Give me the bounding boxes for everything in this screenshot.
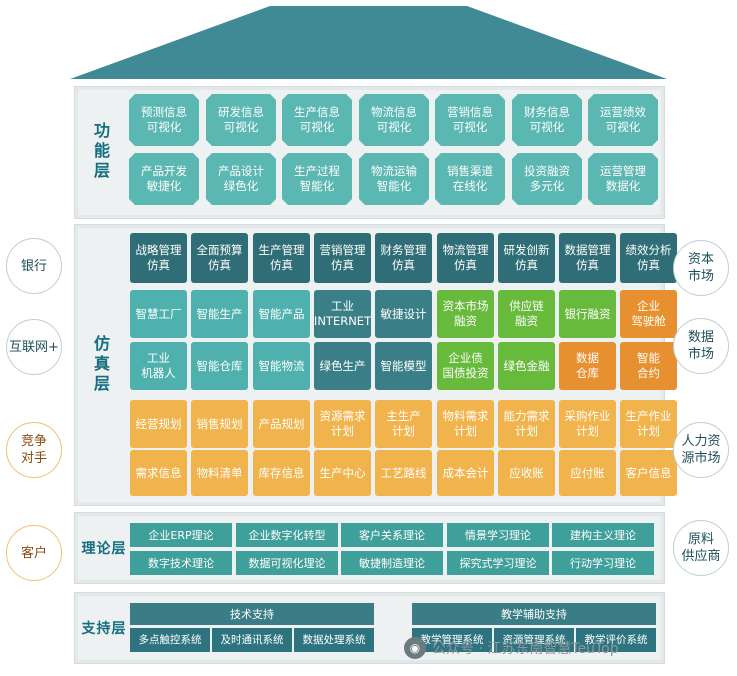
sim-plan-cell: 生产作业 计划 (620, 400, 677, 448)
tech-support-item: 及时通讯系统 (212, 628, 292, 652)
function-cell: 物流运输 智能化 (359, 153, 429, 205)
sim-mid-cell: 绿色生产 (314, 342, 371, 390)
sim-mid-cell: 企业债 国债投资 (437, 342, 494, 390)
theory-cell: 企业数字化转型 (236, 523, 338, 547)
right-entity-circle: 数据 市场 (673, 318, 729, 374)
sim-mid-cell: 智慧工厂 (130, 290, 187, 338)
tech-support-item: 数据处理系统 (294, 628, 374, 652)
sim-plan-cell: 资源需求 计划 (314, 400, 371, 448)
watermark-text: 公众号 · 江苏东南智慧TeuTop (432, 641, 619, 657)
sim-plan-cell: 能力需求 计划 (498, 400, 555, 448)
theory-cell: 行动学习理论 (552, 551, 654, 575)
tech-support-item: 多点触控系统 (130, 628, 210, 652)
right-entity-circle: 人力资 源市场 (673, 422, 729, 478)
function-cell: 生产过程 智能化 (282, 153, 352, 205)
sim-plan-cell: 主生产 计划 (375, 400, 432, 448)
sim-plan-cell: 库存信息 (253, 450, 310, 496)
sim-plan-cell: 应收账 (498, 450, 555, 496)
sim-plan-cell: 销售规划 (191, 400, 248, 448)
function-cell: 运营绩效 可视化 (588, 94, 658, 146)
sim-top-cell: 营销管理 仿真 (314, 233, 371, 283)
sim-mid-cell: 资本市场 融资 (437, 290, 494, 338)
left-entity-circle: 互联网+ (6, 319, 62, 375)
theory-cell: 情景学习理论 (447, 523, 549, 547)
sim-mid-cell: 银行融资 (559, 290, 616, 338)
sim-mid-cell: 智能生产 (191, 290, 248, 338)
function-cell: 预测信息 可视化 (129, 94, 199, 146)
function-cell: 营销信息 可视化 (435, 94, 505, 146)
sim-plan-cell: 物料需求 计划 (437, 400, 494, 448)
theory-cell: 数据可视化理论 (236, 551, 338, 575)
function-cell: 研发信息 可视化 (206, 94, 276, 146)
sim-mid-cell: 智能产品 (253, 290, 310, 338)
sim-mid-cell: 数据 仓库 (559, 342, 616, 390)
sim-top-cell: 研发创新 仿真 (498, 233, 555, 283)
sim-plan-cell: 工艺路线 (375, 450, 432, 496)
left-entity-circle: 银行 (6, 238, 62, 294)
roof (70, 6, 667, 79)
function-cell: 投资融资 多元化 (512, 153, 582, 205)
sim-plan-cell: 成本会计 (437, 450, 494, 496)
sim-top-cell: 全面预算 仿真 (191, 233, 248, 283)
teaching-support-item: 资源管理系统 (494, 628, 574, 652)
function-layer-label: 功能层 (91, 122, 110, 182)
sim-plan-cell: 产品规划 (253, 400, 310, 448)
watermark: ◉ 公众号 · 江苏东南智慧TeuTop (404, 636, 734, 660)
sim-top-cell: 战略管理 仿真 (130, 233, 187, 283)
support-layer-label: 支持层 (81, 621, 127, 637)
theory-cell: 企业ERP理论 (130, 523, 232, 547)
sim-mid-cell: 供应链 融资 (498, 290, 555, 338)
theory-layer-label: 理论层 (81, 541, 127, 557)
sim-plan-cell: 需求信息 (130, 450, 187, 496)
sim-plan-cell: 物料清单 (191, 450, 248, 496)
left-entity-circle: 竞争 对手 (6, 422, 62, 478)
theory-cell: 探究式学习理论 (447, 551, 549, 575)
theory-cell: 敏捷制造理论 (341, 551, 443, 575)
wechat-icon: ◉ (404, 637, 426, 659)
right-entity-circle: 资本 市场 (673, 240, 729, 296)
sim-top-cell: 数据管理 仿真 (559, 233, 616, 283)
theory-cell: 数字技术理论 (130, 551, 232, 575)
teaching-support-item: 教学评价系统 (576, 628, 656, 652)
sim-mid-cell: 智能 合约 (620, 342, 677, 390)
sim-top-cell: 财务管理 仿真 (375, 233, 432, 283)
theory-cell: 建构主义理论 (552, 523, 654, 547)
function-cell: 产品设计 绿色化 (206, 153, 276, 205)
sim-plan-cell: 应付账 (559, 450, 616, 496)
sim-mid-cell: 工业 INTERNET (314, 290, 371, 338)
sim-mid-cell: 绿色金融 (498, 342, 555, 390)
teaching-support-header: 教学辅助支持 (412, 603, 656, 625)
sim-plan-cell: 经营规划 (130, 400, 187, 448)
left-entity-circle: 客户 (6, 525, 62, 581)
function-cell: 产品开发 敏捷化 (129, 153, 199, 205)
sim-top-cell: 物流管理 仿真 (437, 233, 494, 283)
sim-mid-cell: 企业 驾驶舱 (620, 290, 677, 338)
function-cell: 财务信息 可视化 (512, 94, 582, 146)
sim-mid-cell: 智能模型 (375, 342, 432, 390)
function-cell: 运营管理 数据化 (588, 153, 658, 205)
sim-mid-cell: 工业 机器人 (130, 342, 187, 390)
sim-plan-cell: 生产中心 (314, 450, 371, 496)
sim-top-cell: 生产管理 仿真 (253, 233, 310, 283)
function-cell: 物流信息 可视化 (359, 94, 429, 146)
sim-plan-cell: 客户信息 (620, 450, 677, 496)
theory-cell: 客户关系理论 (341, 523, 443, 547)
sim-mid-cell: 敏捷设计 (375, 290, 432, 338)
sim-mid-cell: 智能物流 (253, 342, 310, 390)
sim-plan-cell: 采购作业 计划 (559, 400, 616, 448)
function-cell: 生产信息 可视化 (282, 94, 352, 146)
sim-top-cell: 绩效分析 仿真 (620, 233, 677, 283)
simulation-layer-label: 仿真层 (91, 335, 110, 395)
sim-mid-cell: 智能仓库 (191, 342, 248, 390)
tech-support-header: 技术支持 (130, 603, 374, 625)
function-cell: 销售渠道 在线化 (435, 153, 505, 205)
right-entity-circle: 原料 供应商 (673, 520, 729, 576)
